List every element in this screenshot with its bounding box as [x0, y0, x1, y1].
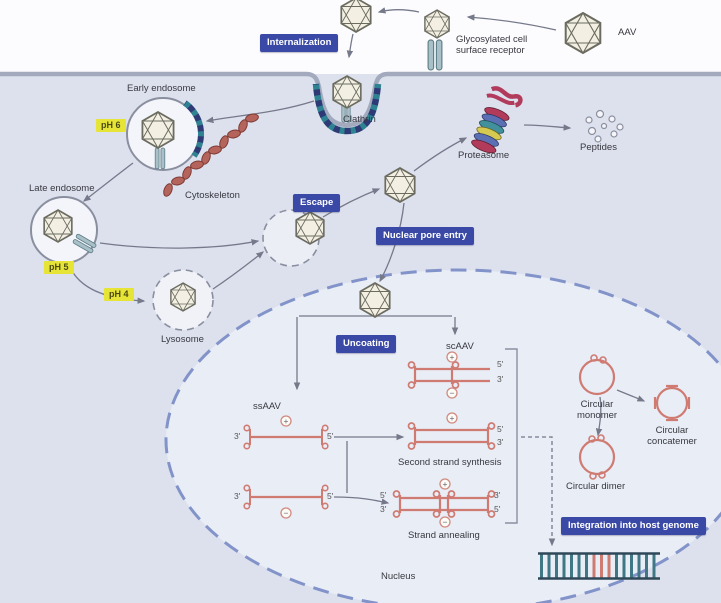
ssaav2-5prime: 5' [327, 491, 334, 501]
circular-monomer-icon [578, 354, 616, 396]
early-endosome-label: Early endosome [127, 83, 196, 94]
virus-icon [359, 282, 391, 318]
nuclear-pore-entry-badge: Nuclear pore entry [376, 227, 474, 245]
scaav-3prime: 3' [497, 374, 504, 384]
proteasome-icon [471, 86, 523, 154]
scaav-label: scAAV [446, 341, 474, 352]
ssaav-minus-strand [243, 484, 329, 510]
lysosome-label: Lysosome [161, 334, 204, 345]
polarity-plus: + [284, 416, 289, 426]
lysosome [152, 269, 214, 331]
ssaav1-5prime: 5' [327, 431, 334, 441]
ssaav-label: ssAAV [253, 401, 281, 412]
nucleus-label: Nucleus [381, 571, 416, 582]
ssaav1-3prime: 3' [234, 431, 241, 441]
circular-concatemer-label: Circular concatemer [647, 425, 697, 447]
ssaav-plus-strand [243, 424, 329, 450]
aav-virus-icon [564, 12, 602, 54]
strand-annealing-label: Strand annealing [408, 530, 480, 541]
cytoskeleton-filament [163, 113, 259, 197]
strand-polarity-marks: + − + − + + − [280, 351, 458, 528]
polarity-minus: − [443, 517, 448, 527]
aav-label: AAV [618, 27, 637, 38]
peptides-label: Peptides [580, 142, 617, 153]
strand-annealing-structure [392, 489, 496, 519]
clathrin-label: Clathrin [343, 114, 376, 125]
circular-dimer-label: Circular dimer [566, 481, 626, 492]
virus-icon [141, 111, 175, 149]
ssaav2-3prime: 3' [234, 491, 241, 501]
virus-icon [332, 75, 362, 109]
early-endosome [126, 97, 204, 171]
annealing-left-5prime: 5' [380, 490, 387, 500]
late-endosome-label: Late endosome [29, 183, 95, 194]
annealing-right-5prime: 5' [494, 504, 501, 514]
ph4-badge: pH 4 [104, 288, 134, 301]
second-strand-3prime: 3' [497, 437, 504, 447]
ph6-badge: pH 6 [96, 119, 126, 132]
annealing-right-3prime: 3' [494, 490, 501, 500]
scaav-structure [407, 360, 490, 390]
receptor-label: Glycosylated cell surface receptor [456, 34, 528, 56]
annealing-left-3prime: 3' [380, 504, 387, 514]
second-strand-structure [407, 421, 496, 451]
escape-badge: Escape [293, 194, 341, 212]
dna-forms-bracket [505, 348, 518, 524]
polarity-plus: + [443, 479, 448, 489]
circular-dimer-icon [578, 434, 616, 480]
ph5-badge: pH 5 [44, 261, 74, 274]
internalization-badge: Internalization [260, 34, 339, 52]
virus-icon [424, 9, 450, 39]
circular-monomer-label: Circular monomer [576, 399, 618, 421]
polarity-plus: + [450, 413, 455, 423]
late-endosome [30, 196, 98, 264]
uncoating-badge: Uncoating [336, 335, 397, 353]
host-genome-ladder [538, 552, 660, 580]
plasma-membrane [0, 71, 721, 128]
second-strand-5prime: 5' [497, 424, 504, 434]
circular-concatemer-icon [653, 384, 691, 422]
scaav-5prime: 5' [497, 359, 504, 369]
polarity-minus: − [284, 508, 289, 518]
polarity-minus: − [450, 388, 455, 398]
virus-icon [295, 211, 325, 245]
virus-icon [170, 282, 196, 312]
virus-icon [384, 167, 416, 203]
integration-badge: Integration into host genome [561, 517, 706, 535]
escape-vesicle [262, 209, 325, 267]
peptides-icon [585, 109, 624, 143]
virus-icon [43, 209, 73, 243]
proteasome-label: Proteasome [458, 150, 510, 161]
cytoskeleton-label: Cytoskeleton [185, 190, 240, 201]
second-strand-label: Second strand synthesis [398, 457, 502, 468]
clathrin-coat [312, 83, 382, 135]
polarity-plus: + [450, 352, 455, 362]
